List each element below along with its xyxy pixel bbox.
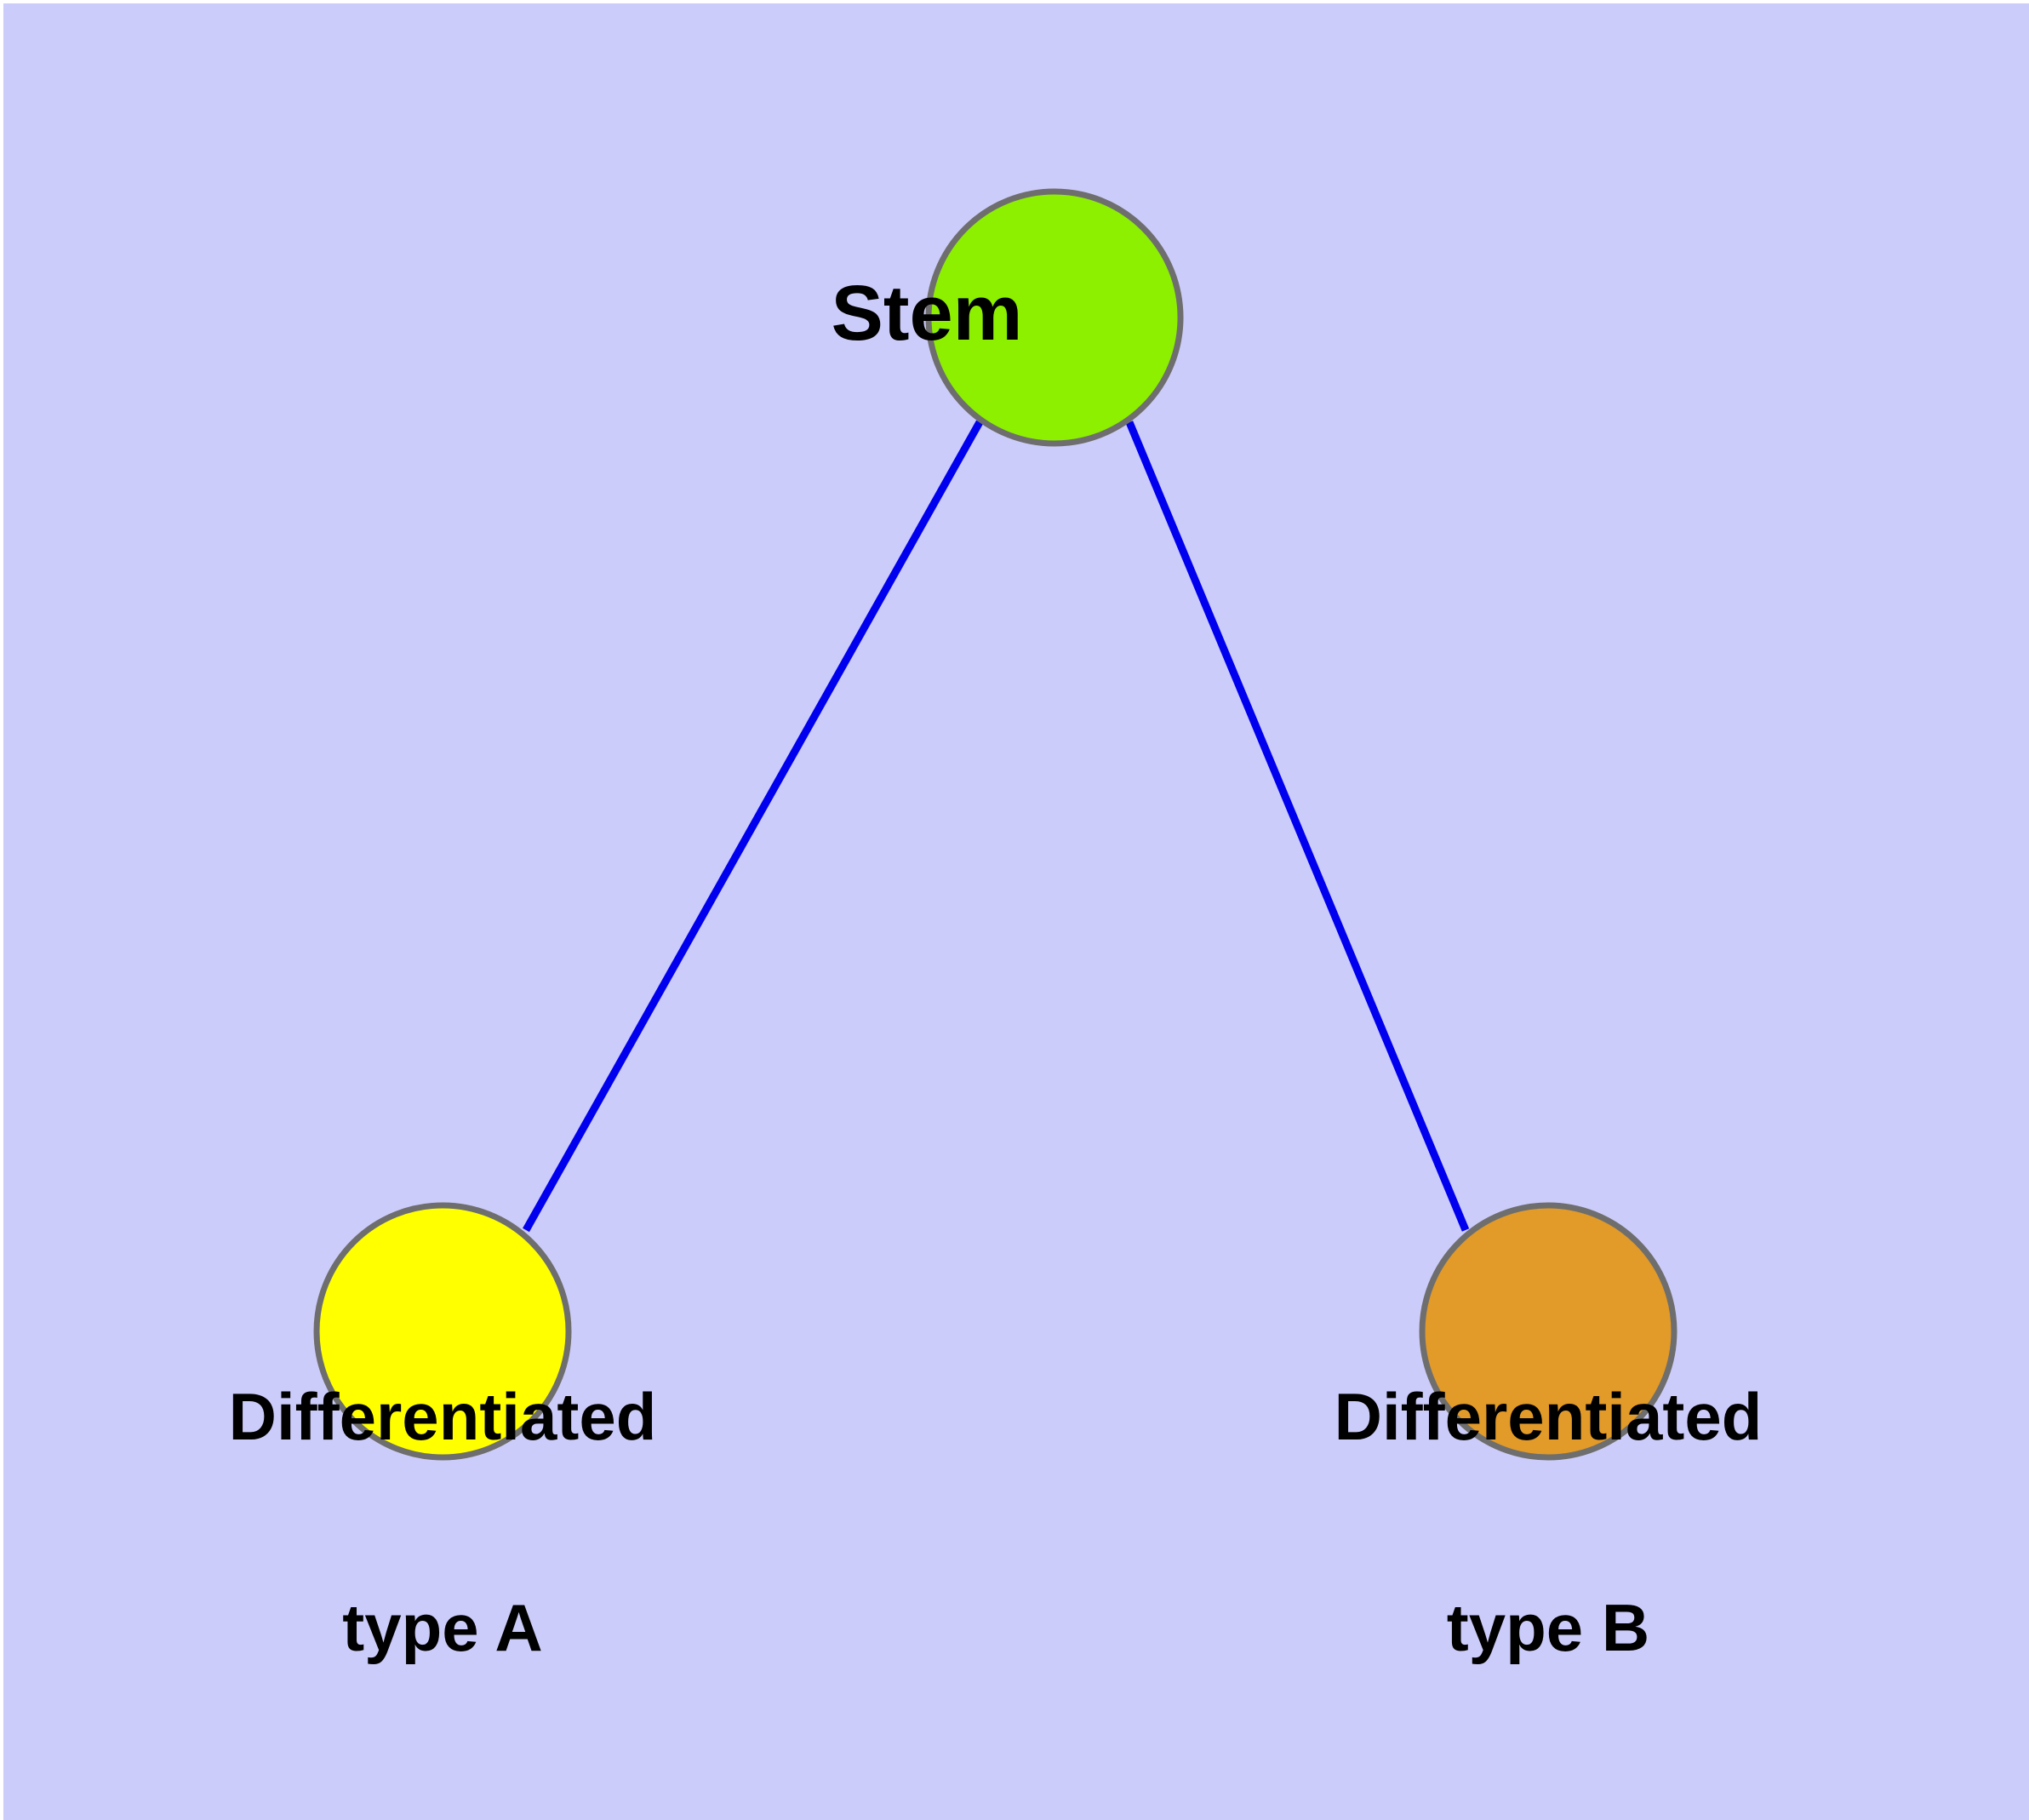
edge-stem-to-type-b[interactable] [1125, 421, 1470, 1232]
graph-svg [313, 188, 1677, 1461]
diagram-canvas: Stem Differentiated type A Differentiate… [3, 3, 2029, 1820]
node-layer [313, 188, 1677, 1461]
edge-layer [523, 420, 1470, 1233]
edge-stem-to-type-a[interactable] [523, 420, 983, 1233]
node-type-a[interactable] [313, 1202, 572, 1461]
node-type-b[interactable] [1419, 1202, 1677, 1461]
node-stem[interactable] [925, 188, 1184, 447]
